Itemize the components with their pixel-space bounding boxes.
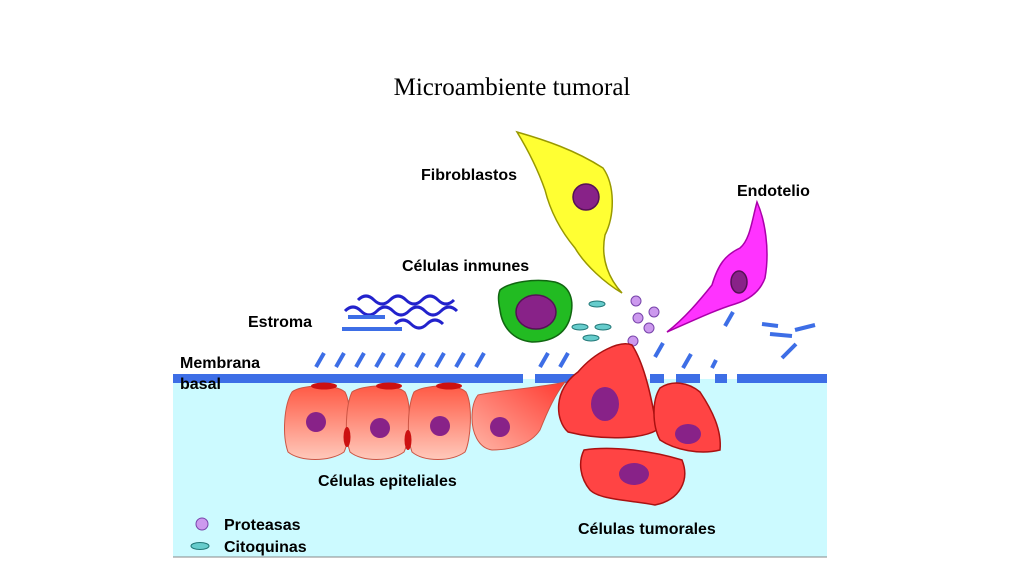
legend-cytokine-marker [190,542,210,550]
label-celulas-tumorales: Células tumorales [578,521,716,538]
basal-membrane [173,374,827,383]
endothelial-cell [666,199,768,333]
proteases-cluster [627,295,660,347]
legend: Proteasas Citoquinas [190,517,307,556]
tumor-cells [557,343,721,506]
cytokines-cluster [571,300,612,342]
legend-protease-marker [195,517,209,531]
fibroblast-cell [515,130,623,294]
immune-cell [497,279,573,343]
legend-citoquinas: Citoquinas [224,539,307,556]
label-membrana: Membrana [180,355,260,372]
label-basal: basal [180,376,221,393]
label-fibroblastos: Fibroblastos [421,167,517,184]
collagen-dashes [314,311,816,369]
stroma-fibers [342,294,459,331]
diagram-title: Microambiente tumoral [393,74,631,101]
label-celulas-epiteliales: Células epiteliales [318,473,457,490]
label-celulas-inmunes: Células inmunes [402,258,529,275]
label-estroma: Estroma [248,314,312,331]
epithelial-cells [284,381,567,460]
label-endotelio: Endotelio [737,183,810,200]
legend-proteasas: Proteasas [224,517,301,534]
